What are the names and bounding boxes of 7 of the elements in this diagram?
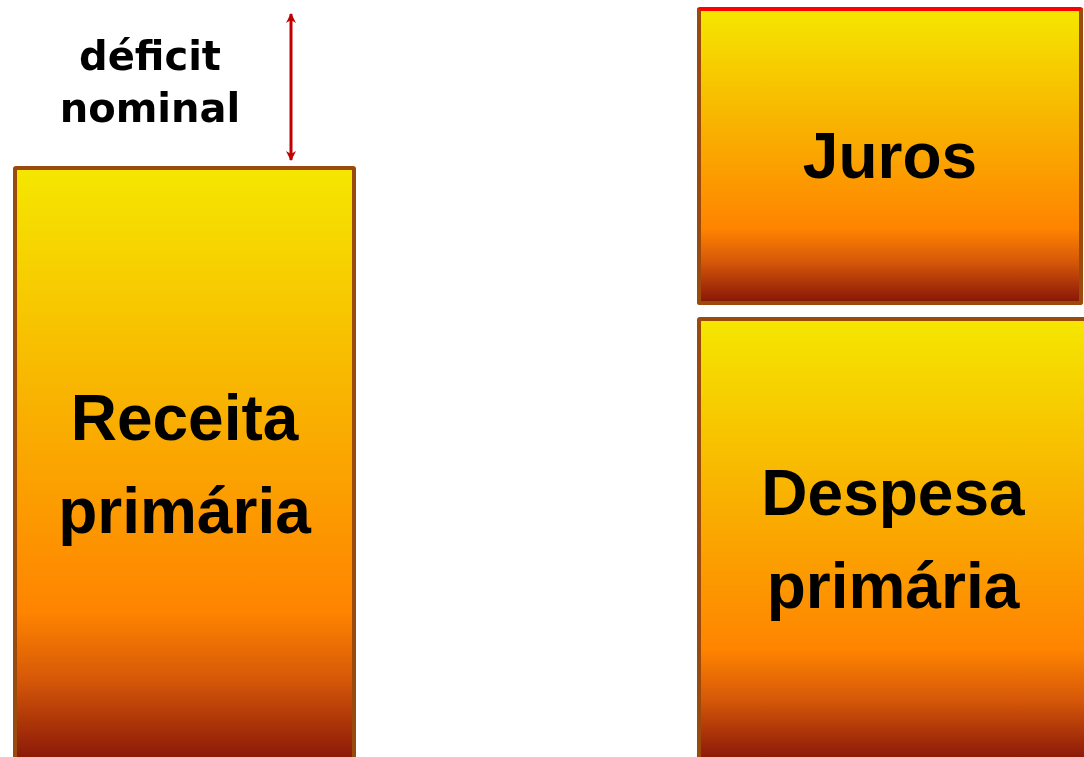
revenue-bar (13, 166, 356, 757)
bar-label: Juros (802, 118, 978, 194)
expense-bar (697, 317, 1084, 757)
annotation-label: déficit nominal (58, 32, 242, 133)
bar-label: Receita primária (57, 380, 313, 549)
bar-label: Despesa primária (760, 456, 1026, 624)
interest-bar (697, 7, 1083, 305)
